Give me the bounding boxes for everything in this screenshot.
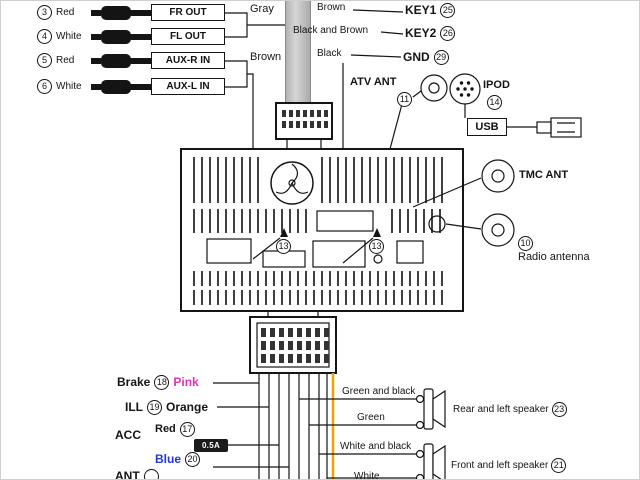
tmc-ant-label: TMC ANT (519, 169, 569, 181)
rca-row: 5 Red (37, 53, 74, 68)
pin-number: 10 (518, 236, 533, 251)
speaker-wire-label: Green (357, 412, 385, 423)
radio-ant-connector-icon (445, 213, 515, 247)
rca-row: 3 Red (37, 5, 74, 20)
rca-plug-icon (91, 6, 151, 94)
front-left-speaker-row: Front and left speaker 21 (451, 458, 567, 473)
fan-icon (270, 161, 314, 205)
speaker-icon (415, 443, 446, 479)
key2-label: KEY2 (405, 25, 437, 40)
rca-row: 4 White (37, 29, 82, 44)
pin-number: 29 (433, 50, 449, 65)
speaker-wire-label: Green and black (342, 386, 416, 397)
callout-number: 13 (276, 239, 291, 254)
pin-number: 18 (154, 375, 170, 390)
rca-jack-label: FL OUT (151, 28, 225, 45)
vent-slots (193, 271, 447, 286)
pin-number: 3 (37, 5, 52, 20)
speaker-label: Rear and left speaker (453, 404, 549, 415)
rca-color-label: Red (56, 55, 75, 66)
brown-cable-label: Brown (250, 51, 282, 63)
ill-wire-row: ILL 19 Orange (125, 400, 208, 415)
pin-number (143, 469, 159, 479)
gnd-terminal: GND 29 (403, 50, 449, 65)
key2-wire-label: Black and Brown (293, 25, 369, 36)
brake-label: Brake (117, 374, 151, 389)
acc-wire-row: Red 17 (155, 422, 195, 437)
rca-color-label: Red (56, 7, 75, 18)
callout-number: 13 (369, 239, 384, 254)
harness-wires (213, 373, 416, 479)
rca-jack-label: AUX-L IN (151, 78, 225, 95)
acc-wire-color: Red (155, 423, 176, 436)
vent-slots (193, 209, 309, 233)
ant-wire-color: Blue (155, 451, 182, 466)
vent-slots (193, 290, 447, 305)
ant-label-row: ANT (115, 468, 159, 480)
radio-antenna-label: Radio antenna (518, 251, 590, 263)
ill-wire-color: Orange (166, 399, 209, 414)
usb-port-label: USB (467, 118, 507, 136)
pin-number: 11 (397, 92, 412, 107)
harness-connector (249, 311, 337, 374)
ipod-label: IPOD (483, 79, 510, 91)
rca-row: 6 White (37, 79, 82, 94)
vent-slots (321, 157, 447, 203)
rca-jack-label: AUX-R IN (151, 52, 225, 69)
key1-terminal: KEY1 25 (405, 2, 456, 18)
pin-number: 23 (551, 402, 567, 417)
ant-label: ANT (115, 468, 140, 480)
rca-jack-label: FR OUT (151, 4, 225, 21)
ribbon-connector (275, 102, 333, 149)
speaker-wire-label: White (354, 471, 380, 480)
pin-number: 26 (440, 26, 456, 41)
brake-wire-row: Brake 18 Pink (117, 375, 199, 390)
rca-cable-lines (225, 12, 285, 149)
pin-number: 20 (185, 452, 201, 467)
tmc-ant-connector-icon (412, 159, 515, 208)
atv-ant-label: ATV ANT (350, 76, 397, 88)
rca-color-label: White (56, 31, 82, 42)
vent-slots (391, 209, 447, 233)
key1-wire-label: Brown (317, 2, 346, 13)
gray-cable-label: Gray (250, 3, 274, 15)
key2-terminal: KEY2 26 (405, 25, 456, 41)
callout-arrow-icon (280, 228, 381, 237)
speaker-wire-label: White and black (340, 441, 412, 452)
key1-label: KEY1 (405, 2, 437, 17)
rear-left-speaker-row: Rear and left speaker 23 (453, 402, 567, 417)
pin-number: 17 (179, 422, 195, 437)
gray-ribbon-cable (285, 1, 311, 103)
ipod-connector-icon (449, 73, 481, 118)
ill-label: ILL (125, 399, 143, 414)
rca-color-label: White (56, 81, 82, 92)
pin-number: 25 (440, 3, 456, 18)
key-wire-lines (342, 9, 404, 149)
acc-label: ACC (115, 428, 141, 442)
speaker-icon (415, 388, 446, 430)
fuse-icon: 0.5A (194, 439, 228, 452)
pin-number: 5 (37, 53, 52, 68)
pin-number: 14 (487, 95, 502, 110)
vent-slots (193, 157, 263, 203)
pin-number: 6 (37, 79, 52, 94)
usb-plug-icon (507, 117, 582, 138)
gnd-wire-label: Black (317, 48, 342, 59)
gnd-label: GND (403, 49, 430, 64)
pin-number: 4 (37, 29, 52, 44)
brake-wire-color: Pink (173, 374, 199, 389)
head-unit-outline (180, 148, 464, 312)
ant-wire-row: Blue 20 (155, 451, 201, 467)
pin-number: 21 (551, 458, 567, 473)
pin-number: 19 (147, 400, 162, 415)
atv-ant-connector-icon (389, 74, 448, 150)
speaker-label: Front and left speaker (451, 460, 549, 471)
